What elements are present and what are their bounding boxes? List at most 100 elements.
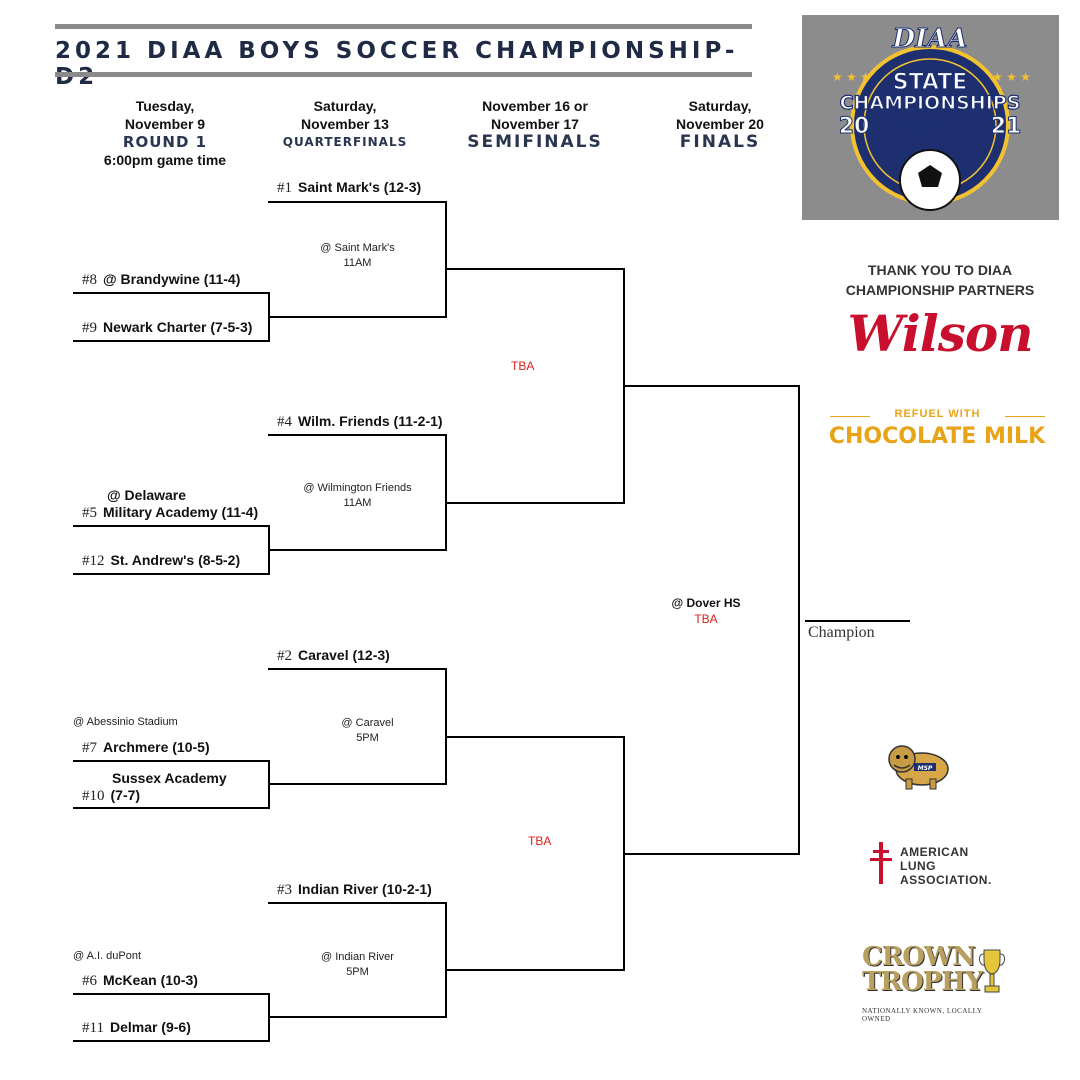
qf-site-time: 11AM <box>343 497 372 509</box>
seed: #10 <box>82 788 105 804</box>
seed: #2 <box>277 648 292 664</box>
team-name: Newark Charter (7-5-3) <box>103 319 253 335</box>
seed: #12 <box>82 553 105 569</box>
qf-site-time: 11AM <box>343 257 372 269</box>
logo-line1: STATE <box>893 70 968 95</box>
finals-day: Saturday, <box>688 98 752 114</box>
ala-line2: LUNG <box>900 859 936 873</box>
qf-site-4: @ Indian River 5PM <box>270 950 445 980</box>
star-icon: ★ ★ ★ <box>992 70 1031 84</box>
diaa-state-championships-logo: DIAA STATE CHAMPIONSHIPS 20 SOCCER 21 ★ … <box>802 15 1059 220</box>
page-title: 2021 DIAA BOYS SOCCER CHAMPIONSHIP- D2 <box>55 38 739 90</box>
bracket-line <box>445 668 447 785</box>
team-name: Archmere (10-5) <box>103 739 210 755</box>
round1-time: 6:00pm game time <box>103 152 227 168</box>
partners-line2: CHAMPIONSHIP PARTNERS <box>845 282 1035 298</box>
seed: #9 <box>82 320 97 336</box>
seed: #4 <box>277 414 292 430</box>
team-name: Military Academy (11-4) <box>103 504 259 520</box>
r1-team-10: #10 (7-7) <box>82 786 140 805</box>
msp-label: MSP <box>918 765 933 772</box>
team-name: McKean (10-3) <box>103 972 198 988</box>
logo-sport: SOCCER <box>892 118 968 138</box>
bracket-line <box>623 385 800 387</box>
bracket-line <box>445 969 625 971</box>
qf-site-venue: @ Wilmington Friends <box>303 482 412 494</box>
wilson-logo: Wilson <box>847 304 1033 363</box>
bracket-line <box>445 268 625 270</box>
r1-team-8: #8 @ Brandywine (11-4) <box>82 270 240 289</box>
bracket-line <box>73 525 270 527</box>
logo-line2: CHAMPIONSHIPS <box>840 92 1021 114</box>
team-name: @ Brandywine (11-4) <box>103 271 241 287</box>
round1-name: ROUND 1 <box>122 133 208 151</box>
bracket-line <box>268 783 446 785</box>
sf-day: November 16 or <box>482 98 588 114</box>
bracket-line <box>268 201 446 203</box>
crown-line2: TROPHY <box>862 967 983 997</box>
champion-label: Champion <box>808 624 875 641</box>
crown-line1: CROWN <box>862 942 976 972</box>
r1-team-10-line1: Sussex Academy <box>112 770 227 786</box>
team-name: Caravel (12-3) <box>298 647 390 663</box>
msp-bulldog-logo: MSP <box>880 735 960 795</box>
team-name: (7-7) <box>110 787 141 803</box>
finals-name: FINALS <box>679 132 761 152</box>
team-name: St. Andrew's (8-5-2) <box>110 552 241 568</box>
r1-game4-site: @ A.I. duPont <box>73 950 142 962</box>
bracket-line <box>268 434 446 436</box>
semifinals-header: November 16 or November 17 SEMIFINALS <box>445 97 625 151</box>
partners-heading: THANK YOU TO DIAA CHAMPIONSHIP PARTNERS <box>840 260 1040 300</box>
finals-date: November 20 <box>676 116 764 132</box>
bracket-line <box>268 1016 446 1018</box>
logo-year-left: 20 <box>839 114 870 139</box>
bracket-line <box>445 434 447 551</box>
qf-day: Saturday, <box>313 98 377 114</box>
final-site: @ Dover HS TBA <box>650 595 762 627</box>
r1-team-5: #5 Military Academy (11-4) <box>82 503 258 522</box>
partners-line1: THANK YOU TO DIAA <box>867 262 1013 278</box>
quarterfinals-header: Saturday, November 13 QUARTERFINALS <box>265 97 425 151</box>
qf-site-2: @ Wilmington Friends 11AM <box>270 481 445 511</box>
team-name: Delmar (9-6) <box>109 1019 191 1035</box>
chocolate-milk-logo: CHOCOLATE MILK <box>828 424 1046 449</box>
trophy-icon <box>979 949 1005 993</box>
title-rule-bottom <box>55 72 752 77</box>
qf-team-2: #2 Caravel (12-3) <box>277 646 390 665</box>
lorraine-cross-icon <box>870 842 892 884</box>
seed: #5 <box>82 505 97 521</box>
bulldog-icon: MSP <box>888 745 949 790</box>
r1-team-9: #9 Newark Charter (7-5-3) <box>82 318 252 337</box>
crown-tagline: NATIONALLY KNOWN, LOCALLY OWNED <box>862 1007 983 1023</box>
logo-graphic: DIAA STATE CHAMPIONSHIPS 20 SOCCER 21 ★ … <box>832 24 1031 211</box>
team-name: Indian River (10-2-1) <box>298 881 432 897</box>
bracket-line <box>268 316 446 318</box>
r1-game3-site: @ Abessinio Stadium <box>73 716 178 728</box>
seed: #11 <box>82 1020 104 1036</box>
bracket-line <box>445 736 625 738</box>
ala-wordmark: AMERICAN LUNG ASSOCIATION. <box>900 845 992 887</box>
bracket-line <box>73 1040 270 1042</box>
seed: #8 <box>82 272 97 288</box>
qf-site-time: 5PM <box>346 966 369 978</box>
seed: #3 <box>277 882 292 898</box>
crown-trophy-logo: CROWN TROPHY <box>862 942 983 997</box>
american-lung-association-logo <box>868 840 894 891</box>
round1-day: Tuesday, <box>135 98 195 114</box>
champion-line <box>805 620 910 622</box>
qf-site-venue: @ Indian River <box>321 951 394 963</box>
sf-site-top: TBA <box>511 359 535 373</box>
bracket-line <box>73 573 270 575</box>
qf-date: November 13 <box>301 116 389 132</box>
star-icon: ★ ★ ★ <box>832 70 871 84</box>
title-rule-top <box>55 24 752 29</box>
r1-team-5-line1: @ Delaware <box>107 487 187 503</box>
bracket-line <box>73 993 270 995</box>
bracket-line <box>445 902 447 1018</box>
ala-line1: AMERICAN <box>900 845 969 859</box>
r1-team-11: #11 Delmar (9-6) <box>82 1018 191 1037</box>
